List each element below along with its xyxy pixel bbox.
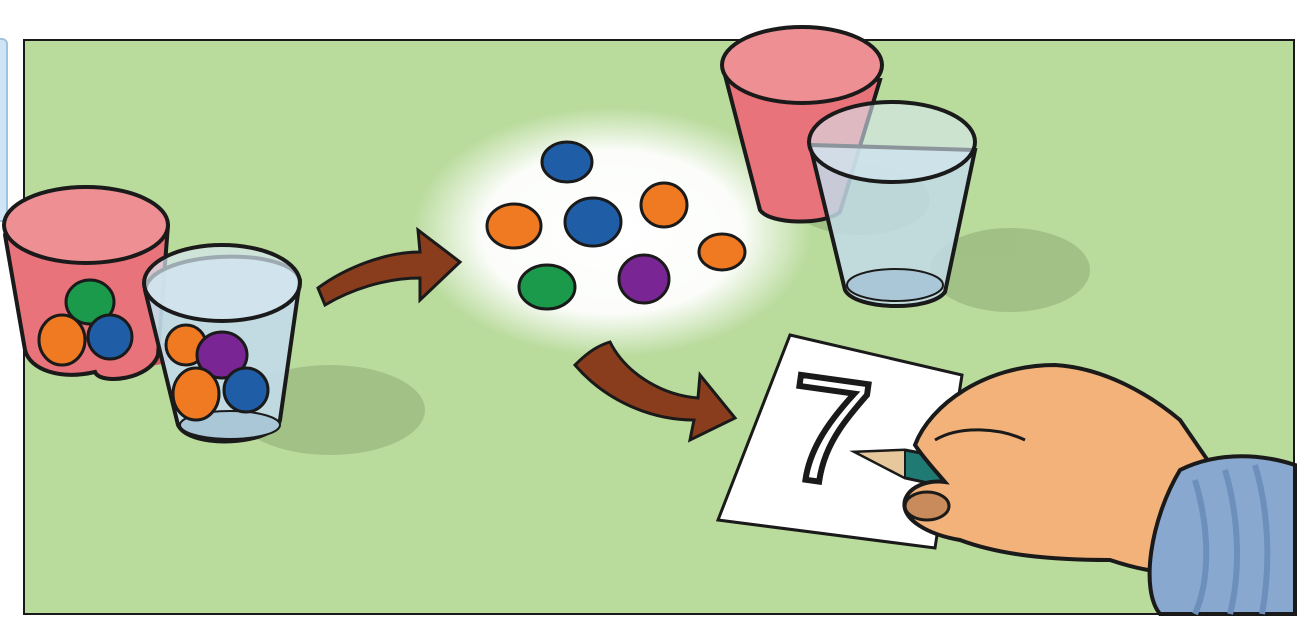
counter-icon: [699, 234, 745, 270]
counter-icon: [519, 265, 575, 309]
counter-icon: [173, 368, 219, 420]
counter-icon: [487, 204, 541, 248]
counter-icon: [88, 315, 132, 359]
counter-icon: [619, 255, 669, 303]
counter-icon: [565, 198, 621, 246]
counter-icon: [641, 183, 687, 227]
counter-icon: [542, 142, 592, 182]
counter-icon: [224, 368, 268, 412]
counter-icon: [39, 315, 85, 365]
